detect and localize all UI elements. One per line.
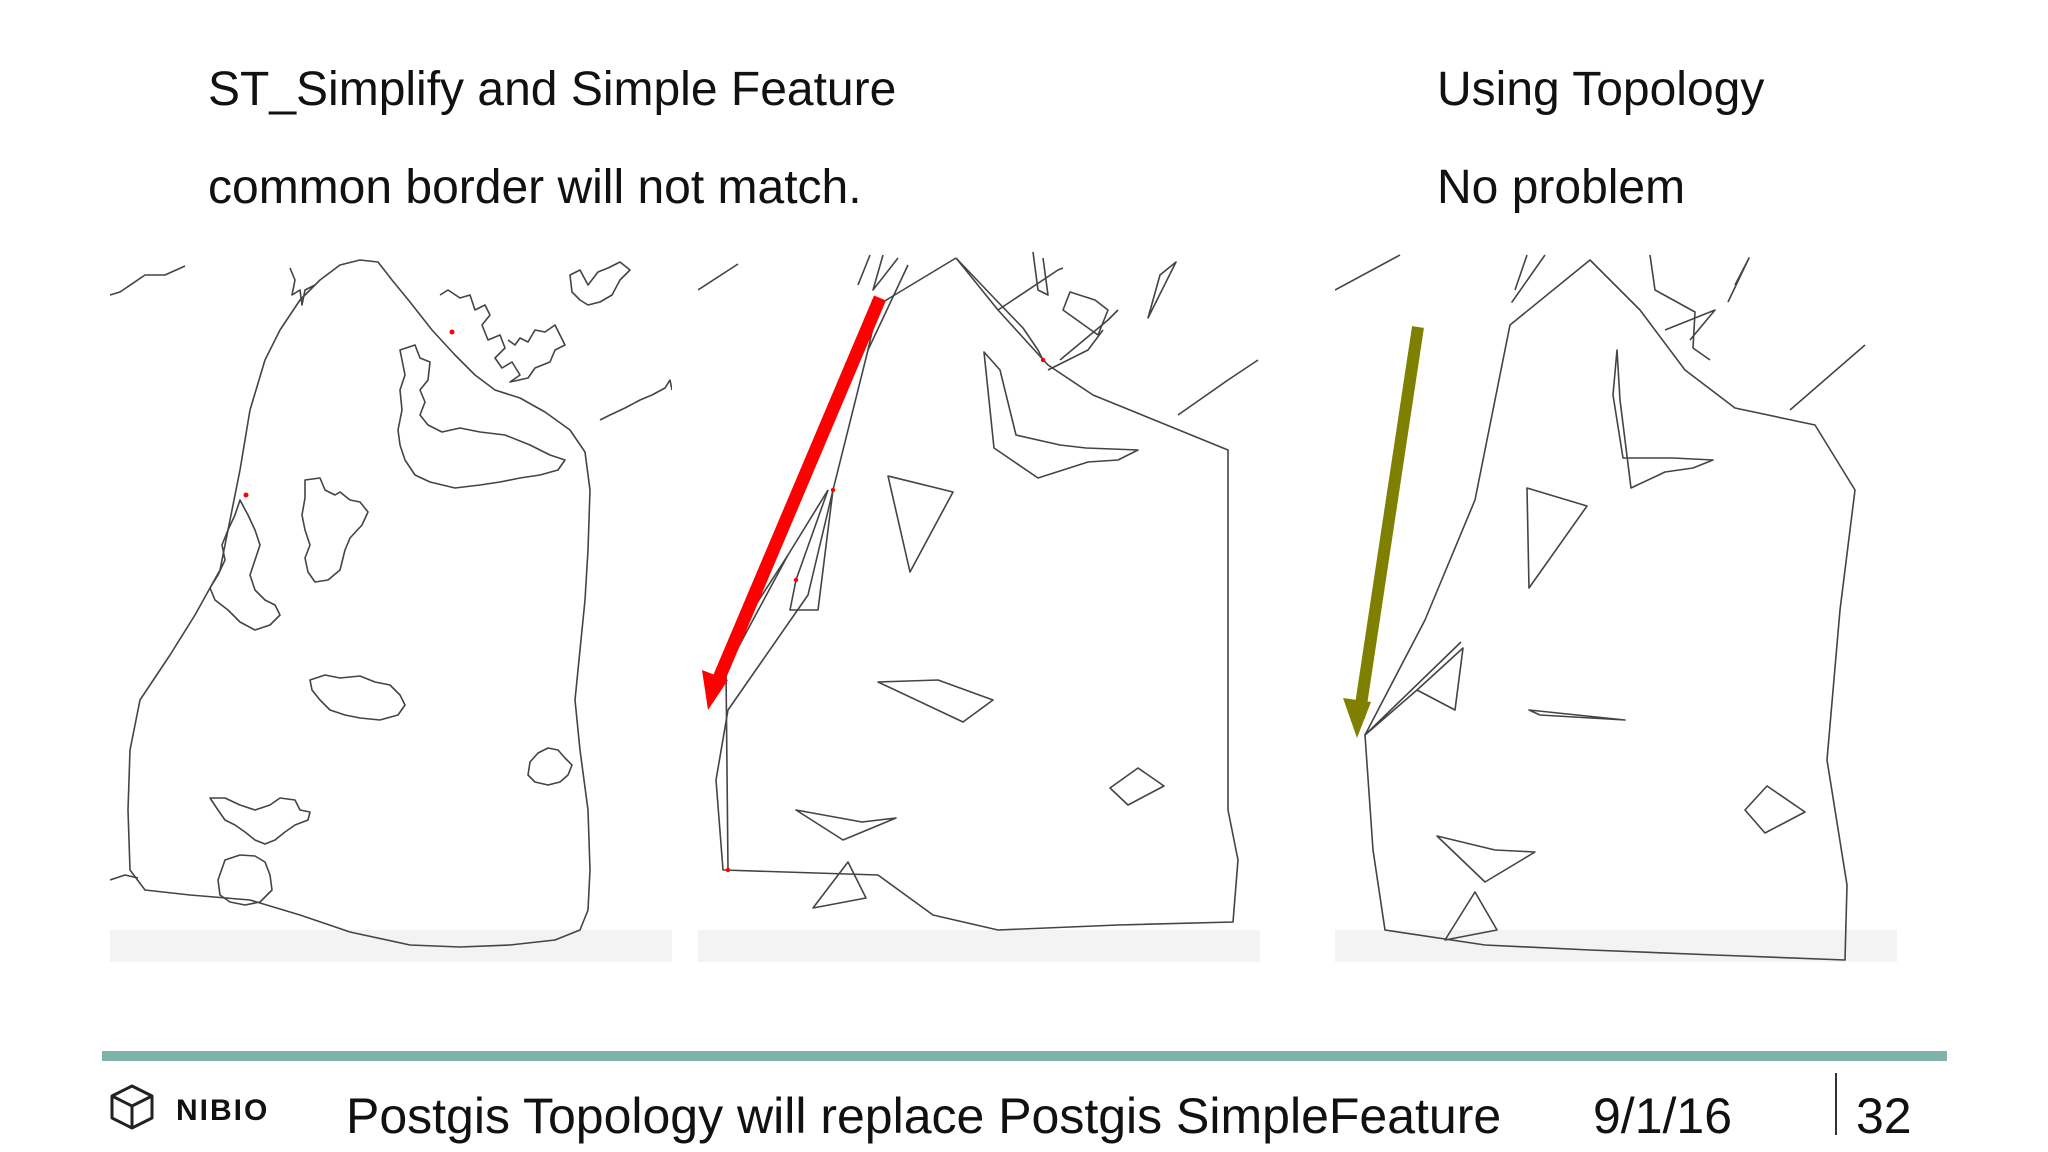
hole — [217, 854, 273, 906]
shape — [1444, 891, 1498, 941]
footer-separator — [1835, 1073, 1837, 1135]
shape — [1436, 835, 1536, 883]
original-map-panel — [110, 250, 672, 962]
hole — [301, 477, 369, 583]
shape — [795, 809, 897, 841]
arrow-down-icon — [702, 295, 886, 710]
shape — [877, 679, 994, 723]
shape — [887, 475, 954, 573]
topology-map-panel — [1335, 250, 1897, 962]
shape — [1109, 767, 1165, 806]
logo-text: NIBIO — [176, 1094, 270, 1127]
footer-date: 9/1/16 — [1593, 1088, 1733, 1144]
shape — [812, 861, 867, 909]
hole — [209, 499, 281, 631]
original-map-drawing — [110, 250, 672, 962]
simplified-map-panel — [698, 250, 1260, 962]
left-subheading: common border will not match. — [208, 161, 862, 214]
main-polygon — [715, 257, 1239, 931]
hole — [527, 747, 573, 786]
arrow-down-icon — [1343, 326, 1424, 738]
shape — [1526, 487, 1588, 589]
main-polygon — [1364, 259, 1856, 961]
footer-title: Postgis Topology will replace Postgis Si… — [346, 1088, 1502, 1144]
nibio-logo-icon — [110, 1084, 154, 1130]
left-heading: ST_Simplify and Simple Feature — [208, 63, 897, 116]
footer-divider — [102, 1051, 1947, 1061]
right-heading: Using Topology — [1437, 63, 1765, 116]
right-subheading: No problem — [1437, 161, 1686, 214]
shape — [1528, 709, 1626, 721]
page-number: 32 — [1856, 1088, 1912, 1144]
hole — [209, 797, 311, 845]
hole — [309, 674, 406, 721]
shape — [1744, 785, 1806, 834]
simplified-map-drawing — [698, 250, 1260, 962]
hole — [397, 344, 566, 489]
topology-map-drawing — [1335, 250, 1897, 962]
